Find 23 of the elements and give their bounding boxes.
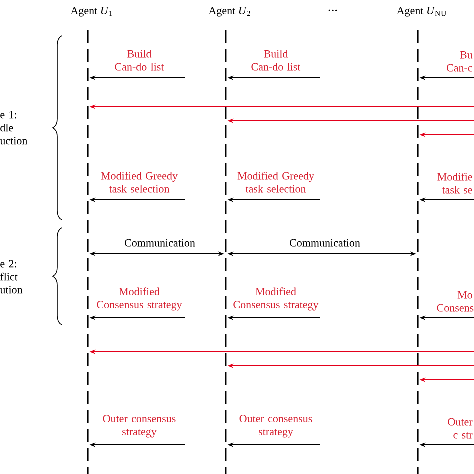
step-label: Modified Consensus strategy	[234, 288, 319, 311]
step-label: Build Can-do list	[252, 50, 301, 71]
lifeline	[225, 30, 227, 474]
ellipsis: ···	[328, 10, 338, 12]
step-label: Modified Greedy task selection	[101, 172, 178, 193]
step-label: Modified Consensus strategy	[97, 288, 182, 311]
agent-label: Agent U$_{NU}$	[396, 7, 446, 17]
step-label: Outer consensus strategy	[103, 415, 176, 438]
agent-label: Agent U$_{1}$	[70, 7, 112, 17]
step-label: Outer c str	[448, 418, 473, 439]
step-label: Build Can-do list	[115, 50, 164, 71]
agent-label: Agent U$_{2}$	[208, 7, 250, 17]
lifeline	[87, 30, 89, 474]
step-label: Bu Can-c	[447, 52, 473, 72]
lifeline	[417, 30, 419, 474]
step-label: Communication	[290, 239, 360, 247]
step-label: Modified Greedy task selection	[238, 172, 314, 193]
step-label: Modifie task se	[438, 172, 472, 194]
step-label: Communication	[125, 239, 196, 247]
stage-label: e 1: dle uction	[0, 111, 28, 145]
stage-label: e 2: flict ution	[0, 260, 23, 294]
step-label: Outer consensus strategy	[240, 415, 312, 438]
step-label: Mo Consens	[437, 292, 474, 312]
